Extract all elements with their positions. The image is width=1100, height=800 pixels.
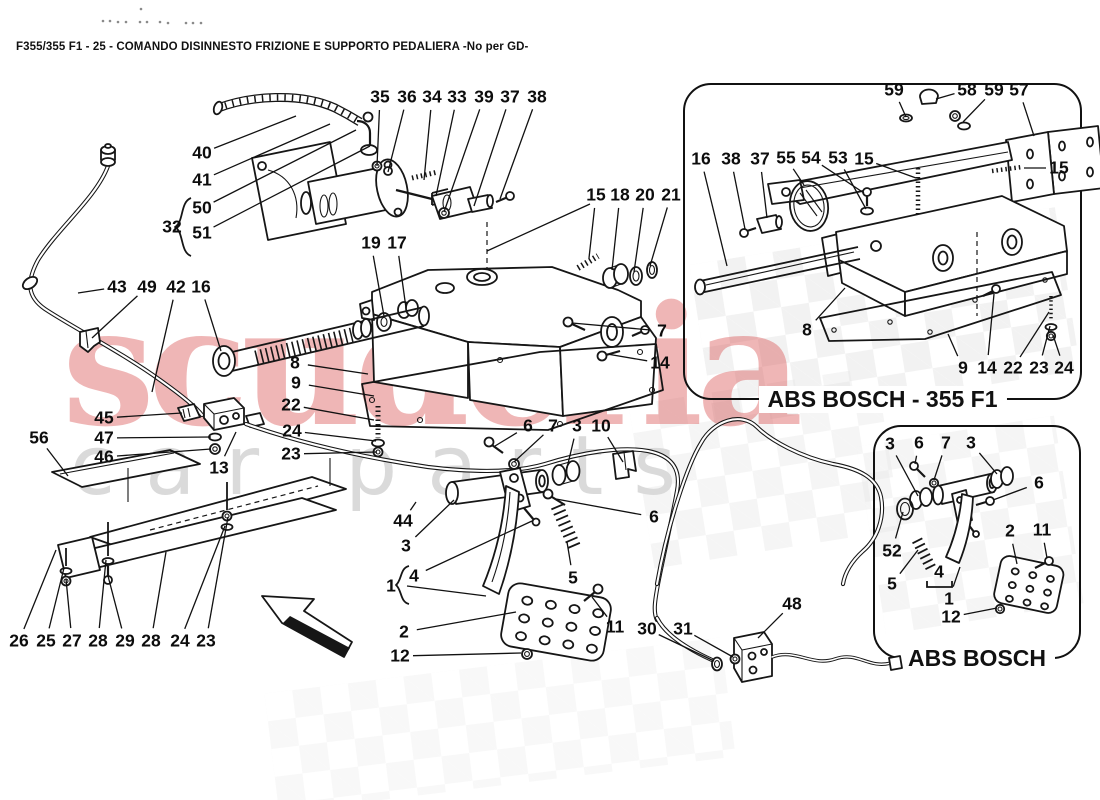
callout-55: 55 bbox=[776, 147, 796, 168]
callout-30: 30 bbox=[637, 618, 657, 639]
callout-37: 37 bbox=[500, 86, 520, 107]
callout-41: 41 bbox=[192, 169, 212, 190]
callout-35: 35 bbox=[370, 86, 390, 107]
callout-54: 54 bbox=[801, 147, 821, 168]
callout-9: 9 bbox=[958, 357, 968, 378]
callout-29: 29 bbox=[115, 630, 135, 651]
callout-3: 3 bbox=[966, 432, 976, 453]
callout-1: 1 bbox=[944, 588, 954, 609]
callout-9: 9 bbox=[291, 372, 301, 393]
callout-8: 8 bbox=[290, 352, 300, 373]
callout-38: 38 bbox=[527, 86, 547, 107]
callout-8: 8 bbox=[802, 319, 812, 340]
callout-6: 6 bbox=[649, 506, 659, 527]
callout-1: 1 bbox=[386, 575, 396, 596]
callout-16: 16 bbox=[691, 148, 711, 169]
callout-31: 31 bbox=[673, 618, 693, 639]
callout-2: 2 bbox=[1005, 520, 1015, 541]
callout-24: 24 bbox=[282, 420, 302, 441]
callout-34: 34 bbox=[422, 86, 442, 107]
callout-7: 7 bbox=[548, 415, 558, 436]
callout-4: 4 bbox=[934, 561, 944, 582]
callout-42: 42 bbox=[166, 276, 186, 297]
callout-7: 7 bbox=[941, 432, 951, 453]
callout-24: 24 bbox=[1054, 357, 1074, 378]
callout-59: 59 bbox=[884, 79, 904, 100]
inset-abs-bosch: ABS BOSCH bbox=[873, 425, 1081, 672]
callout-57: 57 bbox=[1009, 79, 1029, 100]
callout-3: 3 bbox=[885, 433, 895, 454]
callout-46: 46 bbox=[94, 446, 114, 467]
callout-17: 17 bbox=[387, 232, 407, 253]
callout-40: 40 bbox=[192, 142, 212, 163]
callout-43: 43 bbox=[107, 276, 127, 297]
callout-48: 48 bbox=[782, 593, 802, 614]
callout-5: 5 bbox=[887, 573, 897, 594]
callout-23: 23 bbox=[1029, 357, 1049, 378]
callout-23: 23 bbox=[196, 630, 216, 651]
callout-15: 15 bbox=[854, 148, 874, 169]
callout-14: 14 bbox=[977, 357, 997, 378]
callout-6: 6 bbox=[914, 432, 924, 453]
callout-47: 47 bbox=[94, 427, 114, 448]
callout-49: 49 bbox=[137, 276, 157, 297]
page-title: F355/355 F1 - 25 - COMANDO DISINNESTO FR… bbox=[16, 41, 529, 53]
callout-52: 52 bbox=[882, 540, 902, 561]
callout-5: 5 bbox=[568, 567, 578, 588]
callout-28: 28 bbox=[88, 630, 108, 651]
callout-39: 39 bbox=[474, 86, 494, 107]
callout-11: 11 bbox=[605, 616, 625, 637]
callout-44: 44 bbox=[393, 510, 413, 531]
callout-2: 2 bbox=[399, 621, 409, 642]
callout-10: 10 bbox=[591, 415, 611, 436]
inset-abs-bosch-355f1: ABS BOSCH - 355 F1 bbox=[683, 83, 1082, 413]
callout-3: 3 bbox=[572, 415, 582, 436]
callout-45: 45 bbox=[94, 407, 114, 428]
callout-6: 6 bbox=[1034, 472, 1044, 493]
callout-22: 22 bbox=[281, 394, 301, 415]
callout-15: 15 bbox=[1049, 157, 1069, 178]
callout-4: 4 bbox=[409, 565, 419, 586]
callout-50: 50 bbox=[192, 197, 212, 218]
callout-56: 56 bbox=[29, 427, 49, 448]
callout-58: 58 bbox=[957, 79, 977, 100]
callout-22: 22 bbox=[1003, 357, 1023, 378]
callout-53: 53 bbox=[828, 147, 848, 168]
callout-12: 12 bbox=[390, 645, 410, 666]
callout-36: 36 bbox=[397, 86, 417, 107]
callout-19: 19 bbox=[361, 232, 381, 253]
callout-38: 38 bbox=[721, 148, 741, 169]
callout-7: 7 bbox=[657, 320, 667, 341]
callout-13: 13 bbox=[209, 457, 229, 478]
callout-20: 20 bbox=[635, 184, 655, 205]
callout-24: 24 bbox=[170, 630, 190, 651]
callout-28: 28 bbox=[141, 630, 161, 651]
callout-32: 32 bbox=[162, 216, 182, 237]
callout-18: 18 bbox=[610, 184, 630, 205]
callout-16: 16 bbox=[191, 276, 211, 297]
callout-33: 33 bbox=[447, 86, 467, 107]
callout-15: 15 bbox=[586, 184, 606, 205]
callout-3: 3 bbox=[401, 535, 411, 556]
callout-12: 12 bbox=[941, 606, 961, 627]
inset-abs-bosch-caption: ABS BOSCH bbox=[898, 645, 1056, 672]
callout-21: 21 bbox=[661, 184, 681, 205]
inset-abs-bosch-355f1-caption: ABS BOSCH - 355 F1 bbox=[758, 386, 1007, 413]
callout-23: 23 bbox=[281, 443, 301, 464]
callout-59: 59 bbox=[984, 79, 1004, 100]
callout-6: 6 bbox=[523, 415, 533, 436]
callout-27: 27 bbox=[62, 630, 82, 651]
callout-11: 11 bbox=[1032, 519, 1052, 540]
callout-37: 37 bbox=[750, 148, 770, 169]
callout-25: 25 bbox=[36, 630, 56, 651]
callout-14: 14 bbox=[650, 352, 670, 373]
callout-51: 51 bbox=[192, 222, 212, 243]
callout-26: 26 bbox=[9, 630, 29, 651]
